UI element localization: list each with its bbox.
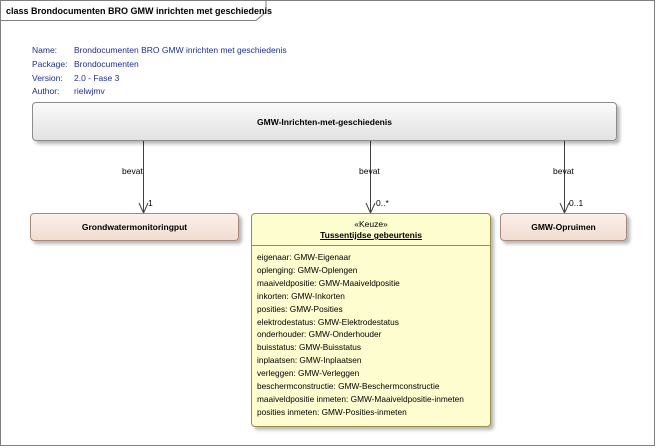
class-name: GMW-Inrichten-met-geschiedenis — [257, 116, 392, 127]
attribute-item: posities inmeten: GMW-Posities-inmeten — [257, 406, 407, 417]
class-name: Tussentijdse gebeurtenis — [320, 230, 422, 240]
class-gmw-inrichten-met-geschiedenis[interactable]: GMW-Inrichten-met-geschiedenis — [32, 102, 617, 141]
class-name: GMW-Opruimen — [531, 222, 596, 232]
attribute-item: inplaatsen: GMW-Inplaatsen — [257, 355, 362, 366]
association-multiplicity: 0..* — [376, 198, 389, 208]
note-value: Brondocumenten — [74, 58, 139, 69]
note-row-name: Name: Brondocumenten BRO GMW inrichten m… — [32, 44, 287, 58]
class-stereotype: «Keuze» — [354, 219, 388, 229]
association-label: bevat — [359, 166, 380, 176]
note-label: Author: — [32, 86, 60, 97]
association-label: bevat — [122, 166, 143, 176]
class-name: Grondwatermonitoringput — [81, 222, 188, 232]
attribute-item: buisstatus: GMW-Buisstatus — [257, 342, 362, 353]
association-multiplicity: 0..1 — [569, 198, 584, 208]
note-row-version: Version: 2.0 - Fase 3 — [32, 72, 287, 86]
attribute-item: beschermconstructie: GMW-Beschermconstru… — [257, 381, 440, 392]
class-tussentijdse-gebeurtenis[interactable]: «Keuze» Tussentijdse gebeurtenis eigenaa… — [251, 213, 491, 427]
attribute-item: onderhouder: GMW-Onderhouder — [257, 329, 382, 340]
class-grondwatermonitoringput[interactable]: Grondwatermonitoringput — [30, 213, 239, 241]
attribute-item: inkorten: GMW-Inkorten — [257, 290, 345, 301]
attribute-item: oplenging: GMW-Oplengen — [257, 264, 358, 275]
attribute-item: elektrodestatus: GMW-Elektrodestatus — [257, 316, 399, 327]
note-value: 2.0 - Fase 3 — [74, 72, 120, 83]
note-row-package: Package: Brondocumenten — [32, 58, 287, 72]
association-multiplicity: 1 — [148, 198, 153, 208]
note-row-author: Author: rielwjmv — [32, 85, 287, 99]
note-label: Name: — [32, 45, 58, 55]
attribute-item: maaiveldpositie inmeten: GMW-Maaiveldpos… — [257, 393, 464, 404]
attribute-item: maaiveldpositie: GMW-Maaiveldpositie — [257, 277, 400, 288]
class-header: «Keuze» Tussentijdse gebeurtenis — [252, 214, 490, 246]
class-gmw-opruimen[interactable]: GMW-Opruimen — [500, 213, 627, 241]
attribute-item: verleggen: GMW-Verleggen — [257, 368, 360, 379]
diagram-notes: Name: Brondocumenten BRO GMW inrichten m… — [32, 44, 287, 99]
association-label: bevat — [553, 166, 574, 176]
diagram-tab-title: class Brondocumenten BRO GMW inrichten m… — [6, 6, 273, 16]
note-value: Brondocumenten BRO GMW inrichten met ges… — [74, 45, 287, 55]
note-label: Version: — [32, 72, 63, 83]
attribute-list: eigenaar: GMW-Eigenaar oplenging: GMW-Op… — [252, 246, 490, 419]
diagram-tab — [0, 0, 267, 21]
attribute-item: posities: GMW-Posities — [257, 303, 343, 314]
note-label: Package: — [32, 58, 68, 69]
attribute-item: eigenaar: GMW-Eigenaar — [257, 252, 351, 262]
note-value: rielwjmv — [74, 86, 105, 97]
